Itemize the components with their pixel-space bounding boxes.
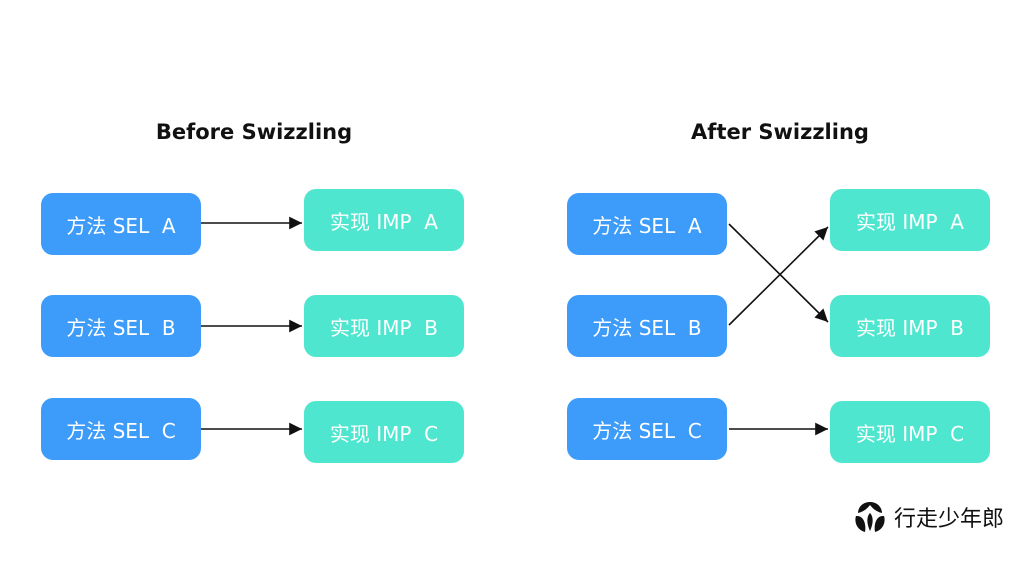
before-sel-c-node: 方法 SEL C <box>41 398 201 460</box>
before-swizzling-title: Before Swizzling <box>155 120 353 144</box>
brand-text: 行走少年郎 <box>894 507 1005 532</box>
brand-watermark: 行走少年郎 <box>852 499 1020 535</box>
after-imp-b-node: 实现 IMP B <box>830 295 990 357</box>
after-swizzling-title: After Swizzling <box>691 120 869 144</box>
before-imp-b-node: 实现 IMP B <box>304 295 464 357</box>
after-arrow-a-to-b <box>728 223 829 323</box>
before-imp-a-node: 实现 IMP A <box>304 189 464 251</box>
after-sel-b-node: 方法 SEL B <box>567 295 727 357</box>
after-imp-a-node: 实现 IMP A <box>830 189 990 251</box>
leaf-logo-icon <box>855 502 885 532</box>
after-imp-c-node: 实现 IMP C <box>830 401 990 463</box>
after-arrow-b-to-a <box>728 226 829 326</box>
after-sel-a-node: 方法 SEL A <box>567 193 727 255</box>
after-sel-c-node: 方法 SEL C <box>567 398 727 460</box>
before-sel-b-node: 方法 SEL B <box>41 295 201 357</box>
before-imp-c-node: 实现 IMP C <box>304 401 464 463</box>
before-sel-a-node: 方法 SEL A <box>41 193 201 255</box>
